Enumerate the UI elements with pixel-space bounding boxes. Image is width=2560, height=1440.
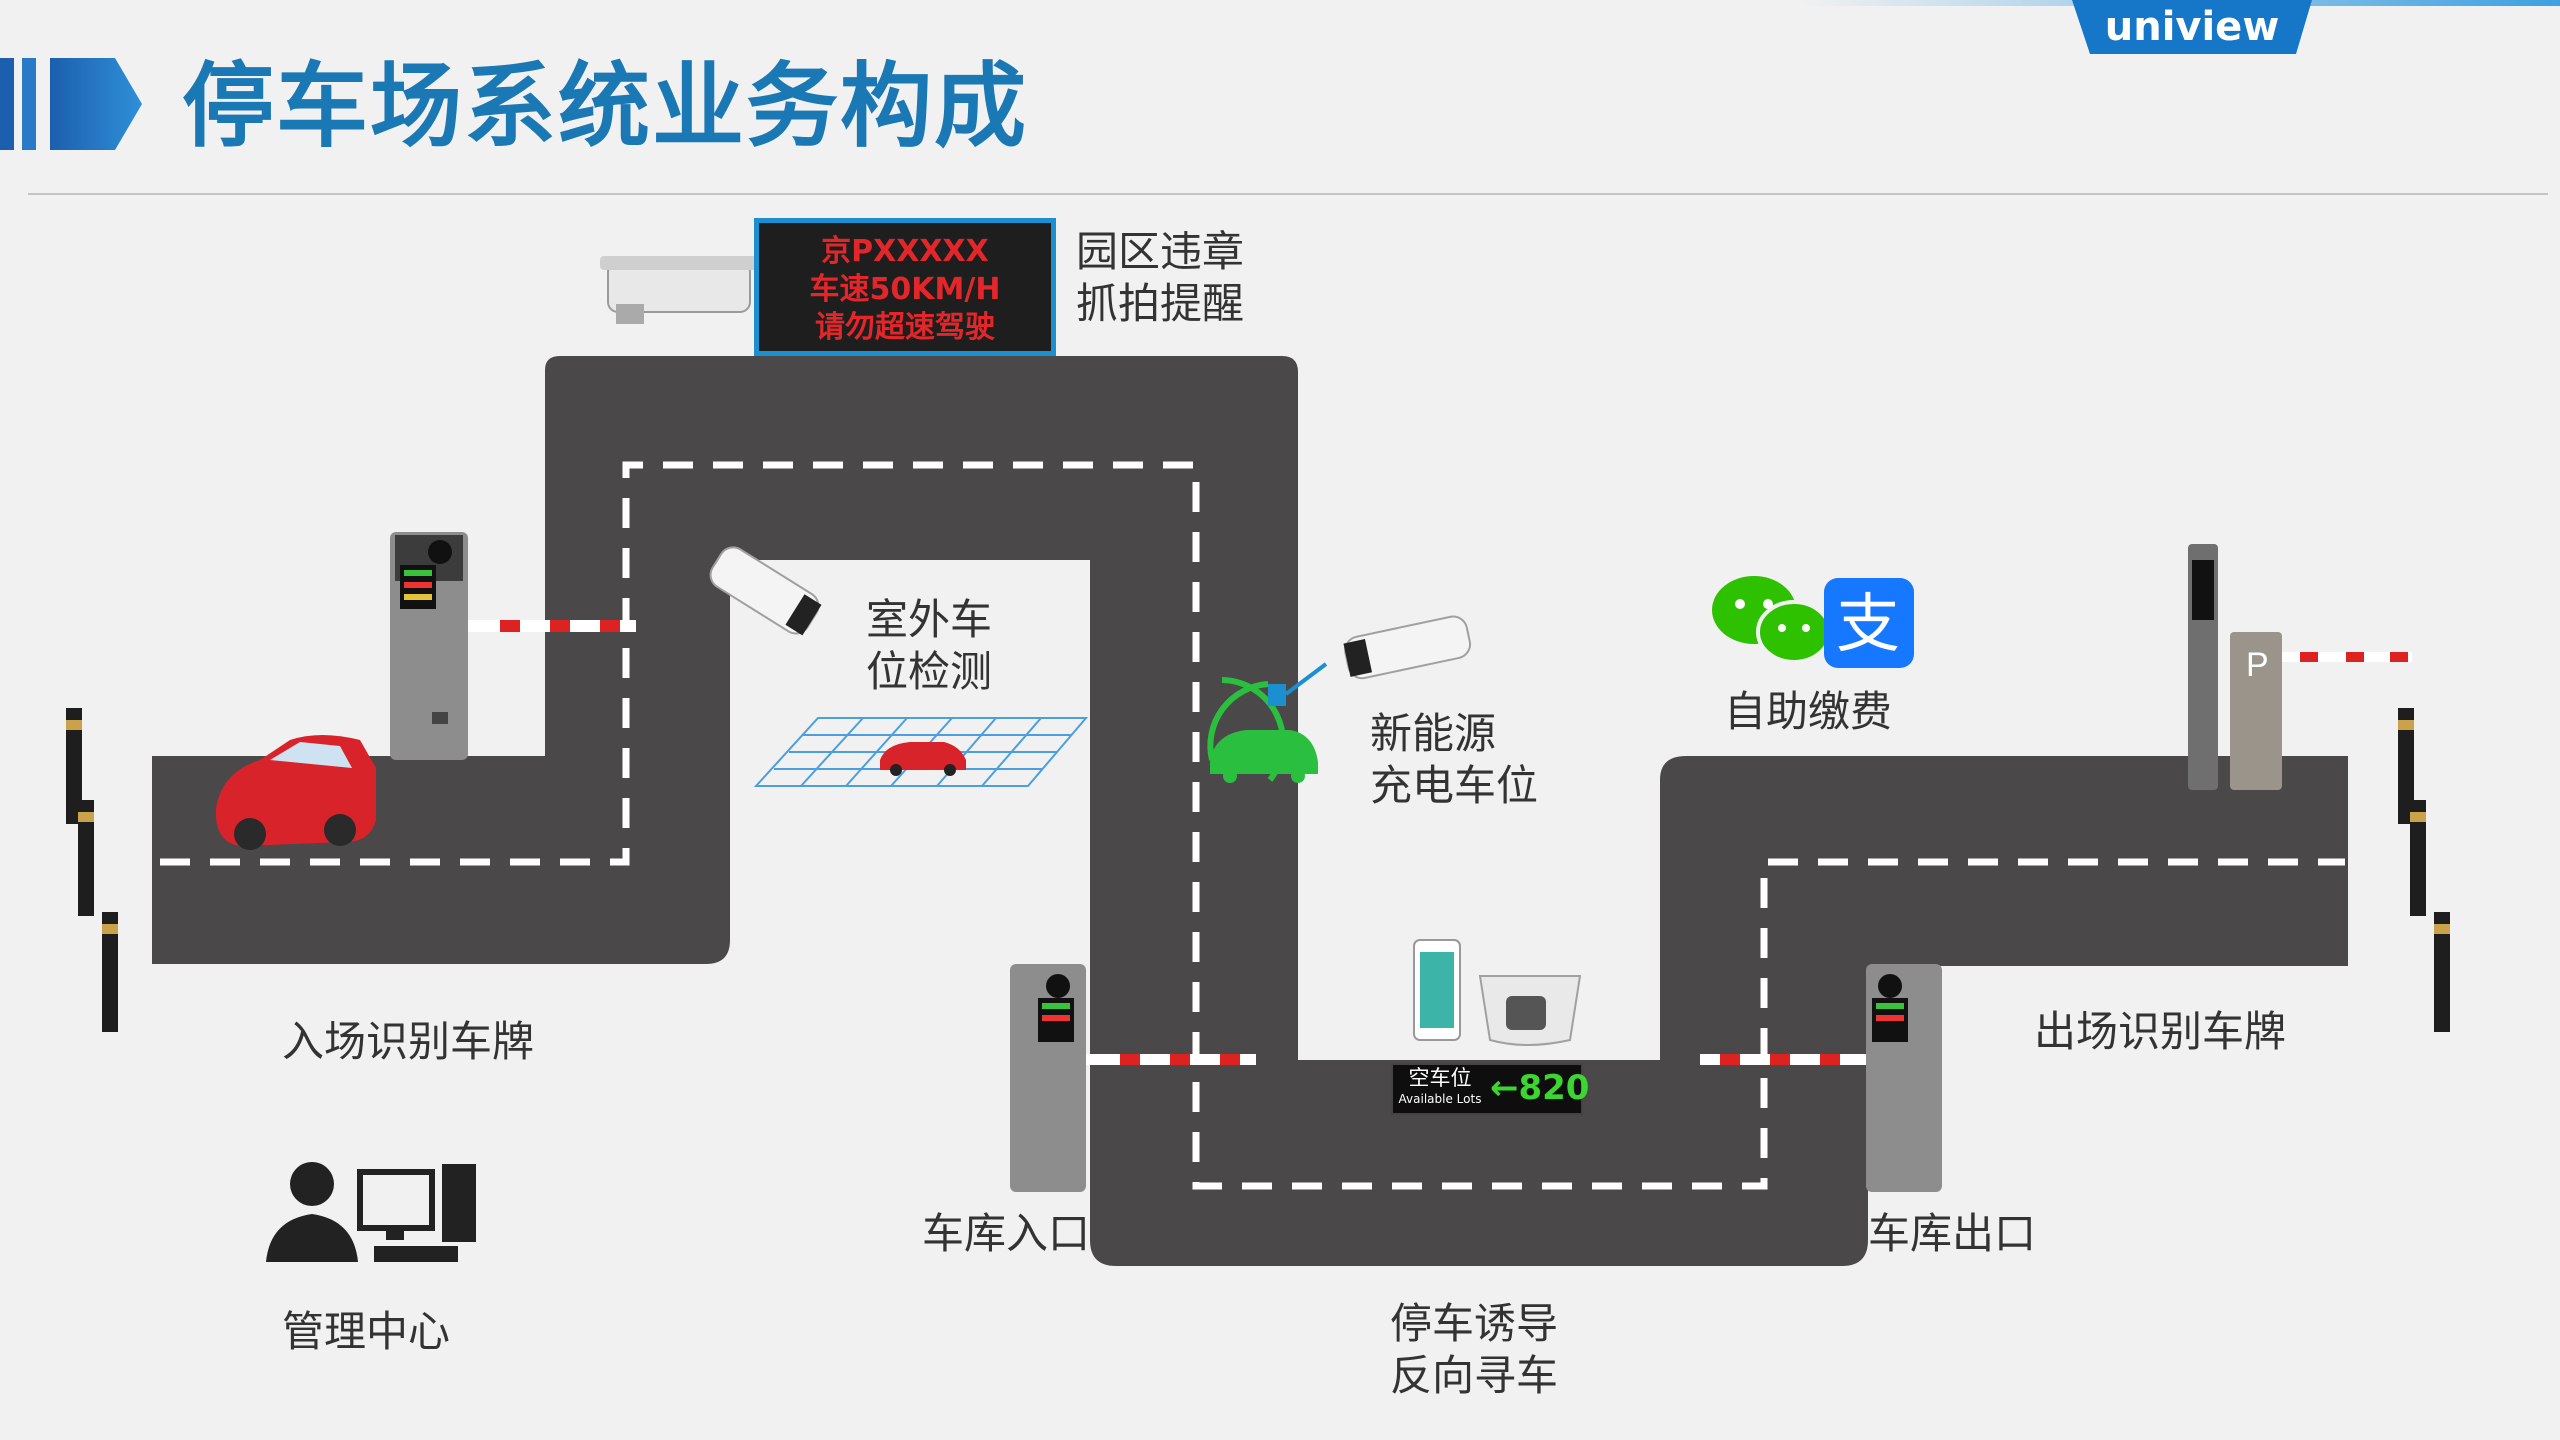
alipay-icon: 支	[1824, 578, 1914, 668]
title-divider	[28, 193, 2548, 195]
garage-exit-barrier	[1700, 964, 1942, 1192]
label-garage-exit: 车库出口	[1868, 1209, 2037, 1258]
display-warning: 请勿超速驾驶	[815, 310, 995, 345]
management-person-icon	[266, 1162, 358, 1262]
display-speed: 车速50KM/H	[809, 272, 1001, 307]
ultrasonic-detector	[1478, 975, 1582, 1046]
entry-barrier-gate	[390, 532, 636, 760]
road-entry	[152, 356, 2348, 1266]
label-garage-entry: 车库入口	[922, 1209, 1091, 1258]
label-exit-plate: 出场识别车牌	[2034, 1007, 2287, 1056]
label-guide-2: 反向寻车	[1390, 1351, 1559, 1400]
parking-app-phone	[1413, 939, 1461, 1041]
svg-text:P: P	[2246, 646, 2269, 684]
garage-entry-barrier	[1010, 964, 1256, 1192]
brand-logo[interactable]: uniview	[2104, 4, 2280, 50]
wechat-pay-icon	[1712, 576, 1832, 664]
label-charging-1: 新能源	[1370, 709, 1497, 758]
label-charging-2: 充电车位	[1370, 761, 1539, 810]
label-violation-1: 园区违章	[1076, 227, 1245, 276]
page-title: 停车场系统业务构成	[182, 53, 1029, 160]
uniview-logo-shape	[2072, 0, 2312, 54]
small-red-car	[880, 742, 966, 776]
car-red	[215, 735, 376, 850]
exit-barrier-gate: P	[2188, 544, 2412, 790]
speed-warning-display: 京PXXXXX 车速50KM/H 请勿超速驾驶	[754, 218, 1056, 356]
label-violation-2: 抓拍提醒	[1076, 279, 1245, 328]
title-bar-stripe-1	[0, 58, 14, 150]
bollards-right	[2398, 708, 2450, 1032]
bullet-camera-charging	[1343, 615, 1472, 680]
display-plate: 京PXXXXX	[821, 234, 989, 269]
bullet-camera-violation	[600, 256, 760, 324]
guidance-sign-en: Available Lots	[1398, 1092, 1482, 1106]
label-outdoor-1: 室外车	[866, 595, 993, 644]
ev-charging-icon	[1207, 662, 1328, 783]
title-bar-stripe-2	[22, 58, 36, 150]
label-management: 管理中心	[282, 1307, 451, 1356]
bollards-left	[66, 708, 118, 1032]
svg-text:支: 支	[1836, 588, 1900, 662]
guidance-sign-board	[1391, 1063, 1583, 1115]
header-graphics	[0, 0, 2560, 150]
label-outdoor-2: 位检测	[866, 647, 993, 696]
guidance-sign-cn: 空车位	[1408, 1066, 1472, 1090]
bullet-camera-outdoor	[709, 546, 822, 636]
label-guide-1: 停车诱导	[1390, 1299, 1559, 1348]
guidance-sign-count: ←820	[1490, 1068, 1590, 1108]
label-self-pay: 自助缴费	[1724, 687, 1893, 736]
label-entry-plate: 入场识别车牌	[282, 1017, 535, 1066]
title-chevron	[50, 58, 142, 150]
management-computer-icon	[357, 1164, 476, 1262]
